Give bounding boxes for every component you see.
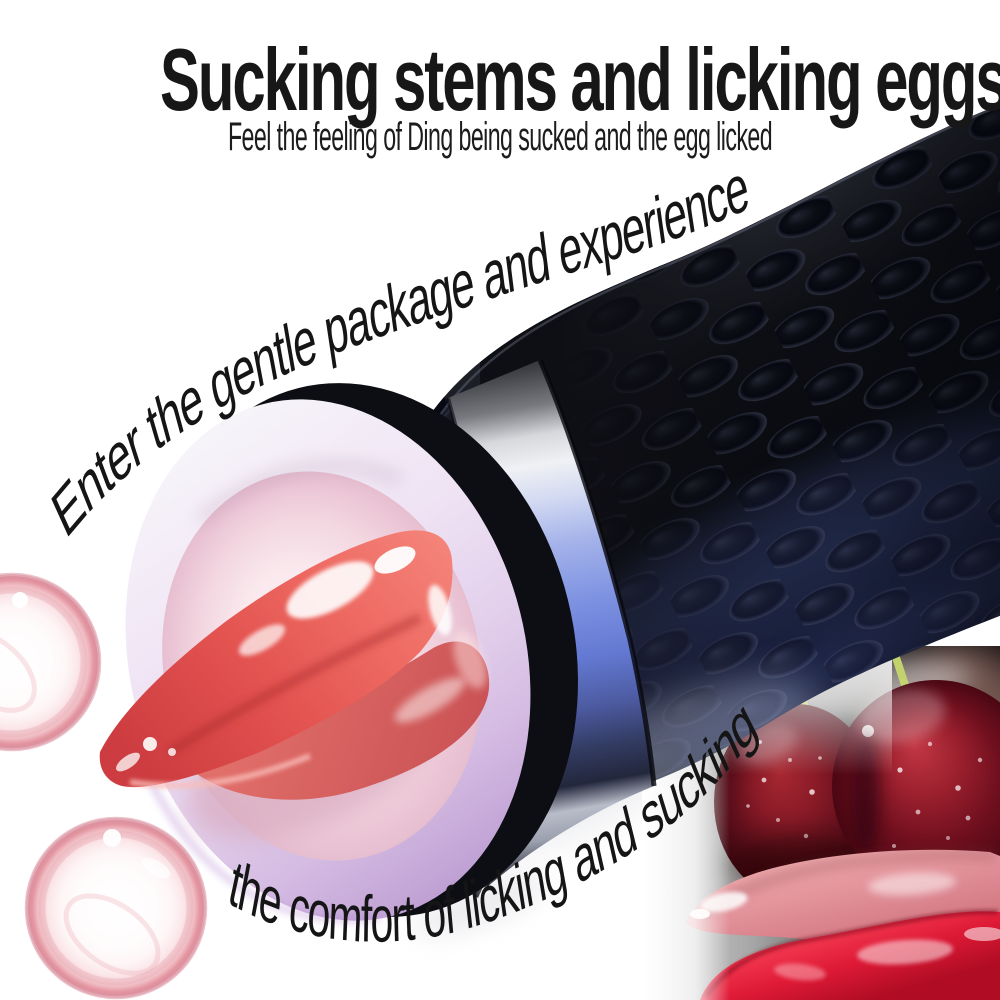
tongue-gloss (116, 546, 487, 789)
cherry-droplets (746, 740, 983, 848)
tongue-base (180, 641, 490, 800)
bubble-top-left (0, 572, 102, 752)
tongue-main (99, 530, 453, 788)
page-subtitle: Feel the feeling of Ding being sucked an… (227, 115, 773, 159)
page-title: Sucking stems and licking eggs (160, 30, 1000, 129)
cylinder-top-highlight (428, 104, 1000, 431)
bubble-bottom-left (24, 816, 208, 1000)
tongue (99, 530, 490, 800)
photo-lips (700, 911, 1000, 1000)
